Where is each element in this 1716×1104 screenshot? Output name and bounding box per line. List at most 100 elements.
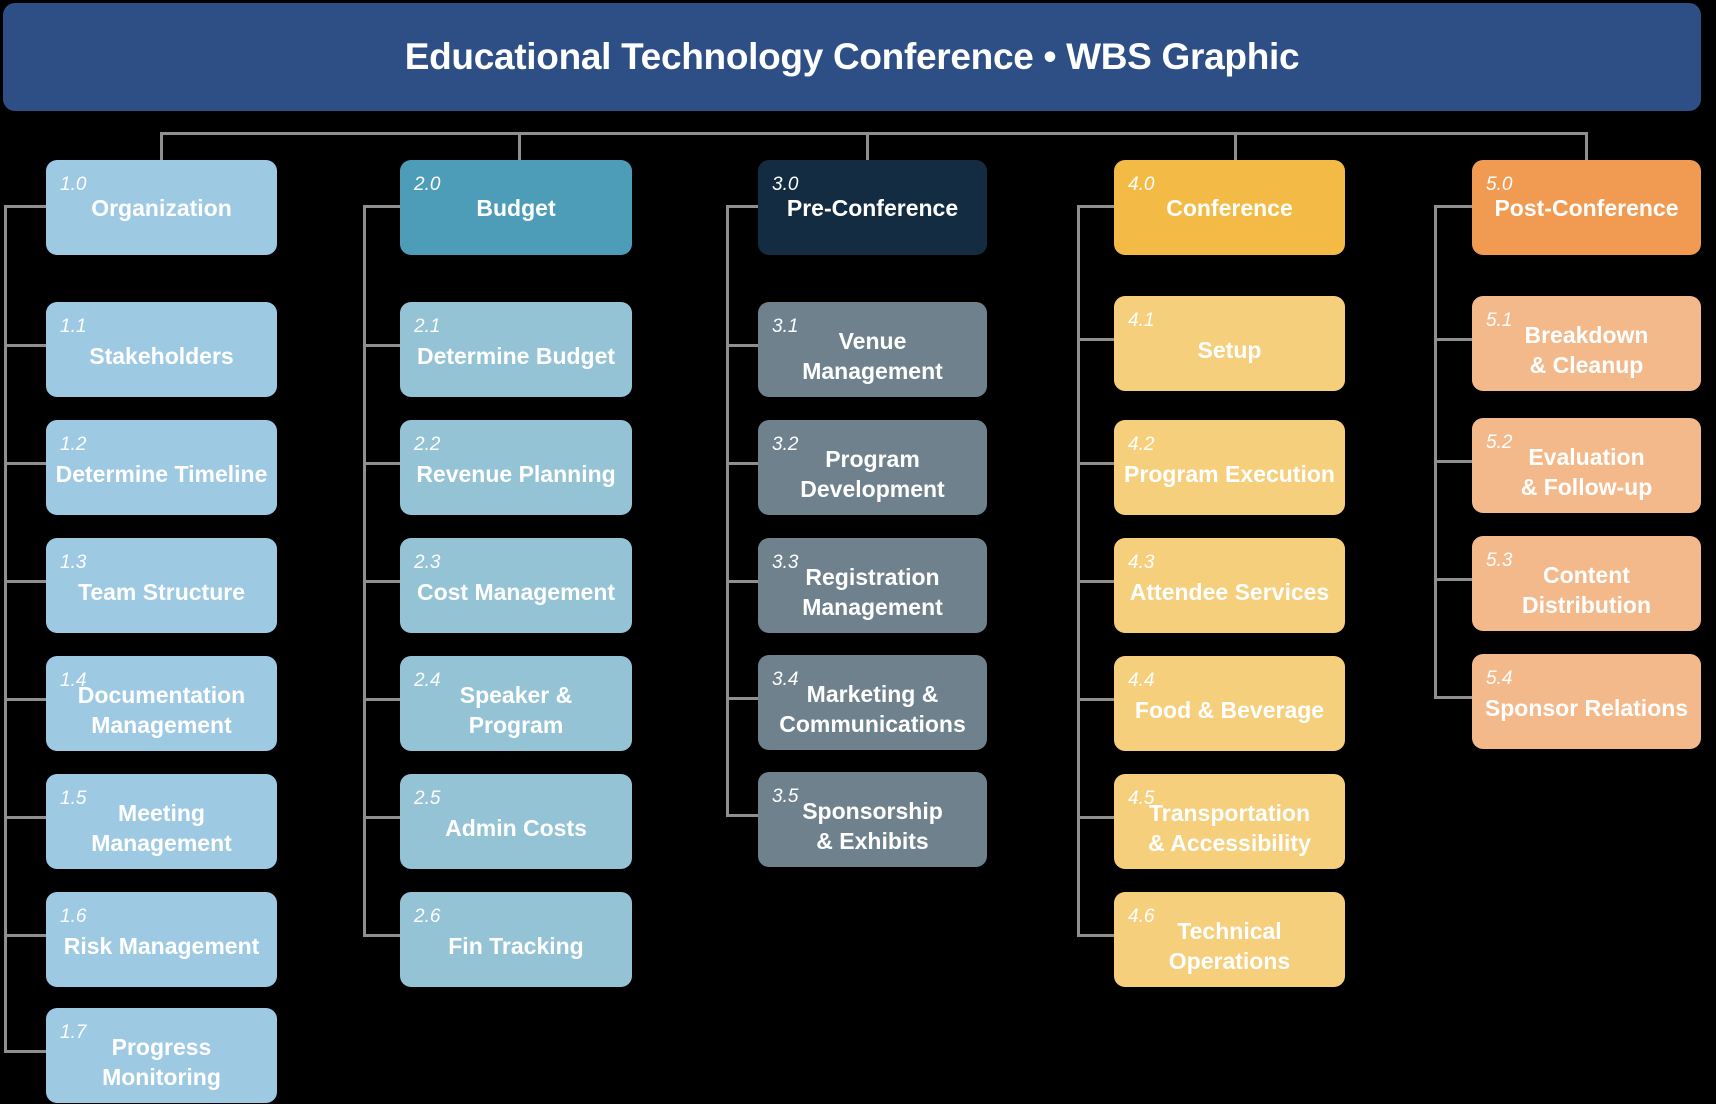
wbs-label: Determine Timeline — [55, 460, 268, 487]
branch-spine — [1077, 205, 1080, 937]
wbs-label: Fin Tracking — [448, 932, 584, 959]
wbs-code: 2.3 — [414, 552, 441, 573]
task-connector — [4, 816, 46, 819]
connector-drop-5 — [1585, 132, 1588, 161]
wbs-code: 2.6 — [414, 906, 441, 927]
wbs-label: Food & Beverage — [1134, 696, 1325, 723]
wbs-code: 1.3 — [60, 552, 87, 573]
task-connector — [363, 816, 400, 819]
connector-drop-2 — [518, 132, 521, 161]
task-connector — [726, 462, 758, 465]
wbs-code: 3.1 — [772, 316, 799, 337]
page-title: Educational Technology Conference • WBS … — [404, 36, 1300, 77]
connector-drop-1 — [160, 132, 163, 161]
branch-connector — [363, 205, 400, 208]
branch-spine — [363, 205, 366, 937]
wbs-label: Program Development — [800, 445, 945, 502]
wbs-code: 5.2 — [1486, 432, 1513, 453]
wbs-label: Speaker & Program — [459, 681, 573, 738]
wbs-label: Pre-Conference — [786, 194, 959, 221]
wbs-label: Marketing & Communications — [779, 680, 966, 737]
wbs-label: Risk Management — [63, 932, 260, 959]
wbs-code: 1.7 — [60, 1022, 87, 1043]
wbs-code: 3.0 — [772, 174, 799, 195]
wbs-code: 3.5 — [772, 786, 799, 807]
task-connector — [726, 697, 758, 700]
task-connector — [363, 462, 400, 465]
task-connector — [1434, 338, 1472, 341]
task-connector — [363, 934, 400, 937]
wbs-label: Technical Operations — [1168, 917, 1291, 974]
task-connector — [363, 580, 400, 583]
wbs-code: 1.1 — [60, 316, 87, 337]
branch-spine — [4, 205, 7, 1053]
wbs-label: Sponsorship & Exhibits — [802, 797, 943, 854]
wbs-code: 4.1 — [1128, 310, 1155, 331]
wbs-label: Team Structure — [77, 578, 245, 605]
wbs-code: 5.3 — [1486, 550, 1513, 571]
branch-connector — [726, 205, 758, 208]
wbs-label: Meeting Management — [91, 799, 232, 856]
wbs-label: Documentation Management — [77, 681, 246, 738]
task-connector — [4, 462, 46, 465]
wbs-label: Stakeholders — [89, 342, 234, 369]
task-connector — [726, 580, 758, 583]
wbs-code: 5.4 — [1486, 668, 1513, 689]
wbs-code: 1.2 — [60, 434, 87, 455]
branch-spine — [726, 205, 729, 817]
task-connector — [4, 934, 46, 937]
wbs-label: Program Execution — [1124, 460, 1335, 487]
task-connector — [4, 698, 46, 701]
wbs-code: 4.0 — [1128, 174, 1155, 195]
wbs-title-header: Educational Technology Conference • WBS … — [3, 3, 1701, 111]
wbs-label: Evaluation & Follow-up — [1520, 443, 1653, 500]
task-connector — [1077, 698, 1114, 701]
task-connector — [363, 698, 400, 701]
task-connector — [1434, 578, 1472, 581]
task-connector — [1077, 934, 1114, 937]
wbs-code: 5.1 — [1486, 310, 1513, 331]
wbs-code: 3.3 — [772, 552, 799, 573]
wbs-code: 5.0 — [1486, 174, 1513, 195]
wbs-code: 4.2 — [1128, 434, 1155, 455]
wbs-code: 2.4 — [414, 670, 441, 691]
wbs-code: 2.0 — [414, 174, 441, 195]
task-connector — [4, 1050, 46, 1053]
wbs-label: Breakdown & Cleanup — [1524, 321, 1649, 378]
wbs-code: 4.5 — [1128, 788, 1155, 809]
task-connector — [1077, 580, 1114, 583]
